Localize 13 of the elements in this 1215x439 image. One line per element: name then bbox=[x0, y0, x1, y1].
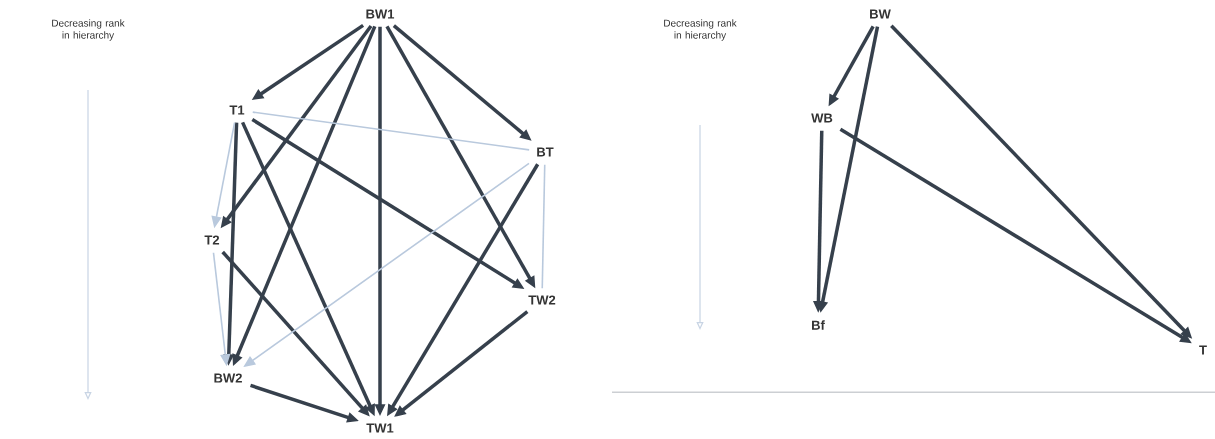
axis-label: Decreasing rank in hierarchy bbox=[664, 19, 737, 41]
node-label: BT bbox=[537, 147, 554, 157]
node-label: T bbox=[1199, 345, 1207, 355]
node-label: T1 bbox=[229, 105, 245, 115]
node-label: Bf bbox=[812, 320, 825, 330]
node-label: BW bbox=[870, 9, 891, 19]
node-label: BW2 bbox=[214, 373, 242, 383]
node-label: WB bbox=[811, 113, 833, 123]
node-label: BW1 bbox=[366, 9, 395, 19]
node-label: T2 bbox=[204, 235, 220, 245]
node-label: TW2 bbox=[528, 295, 556, 305]
axis-label: Decreasing rank in hierarchy bbox=[52, 19, 125, 41]
node-label: TW1 bbox=[366, 423, 394, 433]
